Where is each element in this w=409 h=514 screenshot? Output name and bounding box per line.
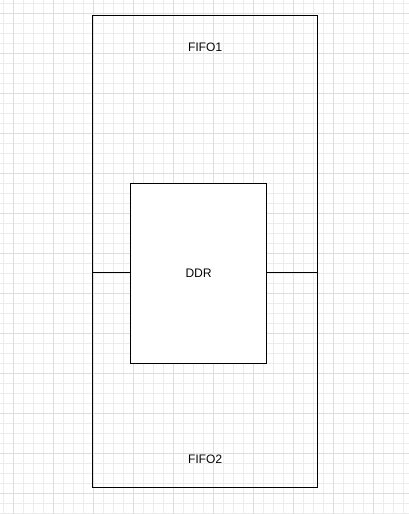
left-connector-line[interactable] [92, 272, 131, 273]
ddr-block[interactable] [130, 183, 267, 364]
fifo2-label: FIFO2 [187, 452, 222, 466]
right-connector-line[interactable] [266, 272, 318, 273]
ddr-label: DDR [185, 266, 212, 280]
fifo-block[interactable] [92, 15, 318, 488]
fifo1-label: FIFO1 [187, 40, 222, 54]
